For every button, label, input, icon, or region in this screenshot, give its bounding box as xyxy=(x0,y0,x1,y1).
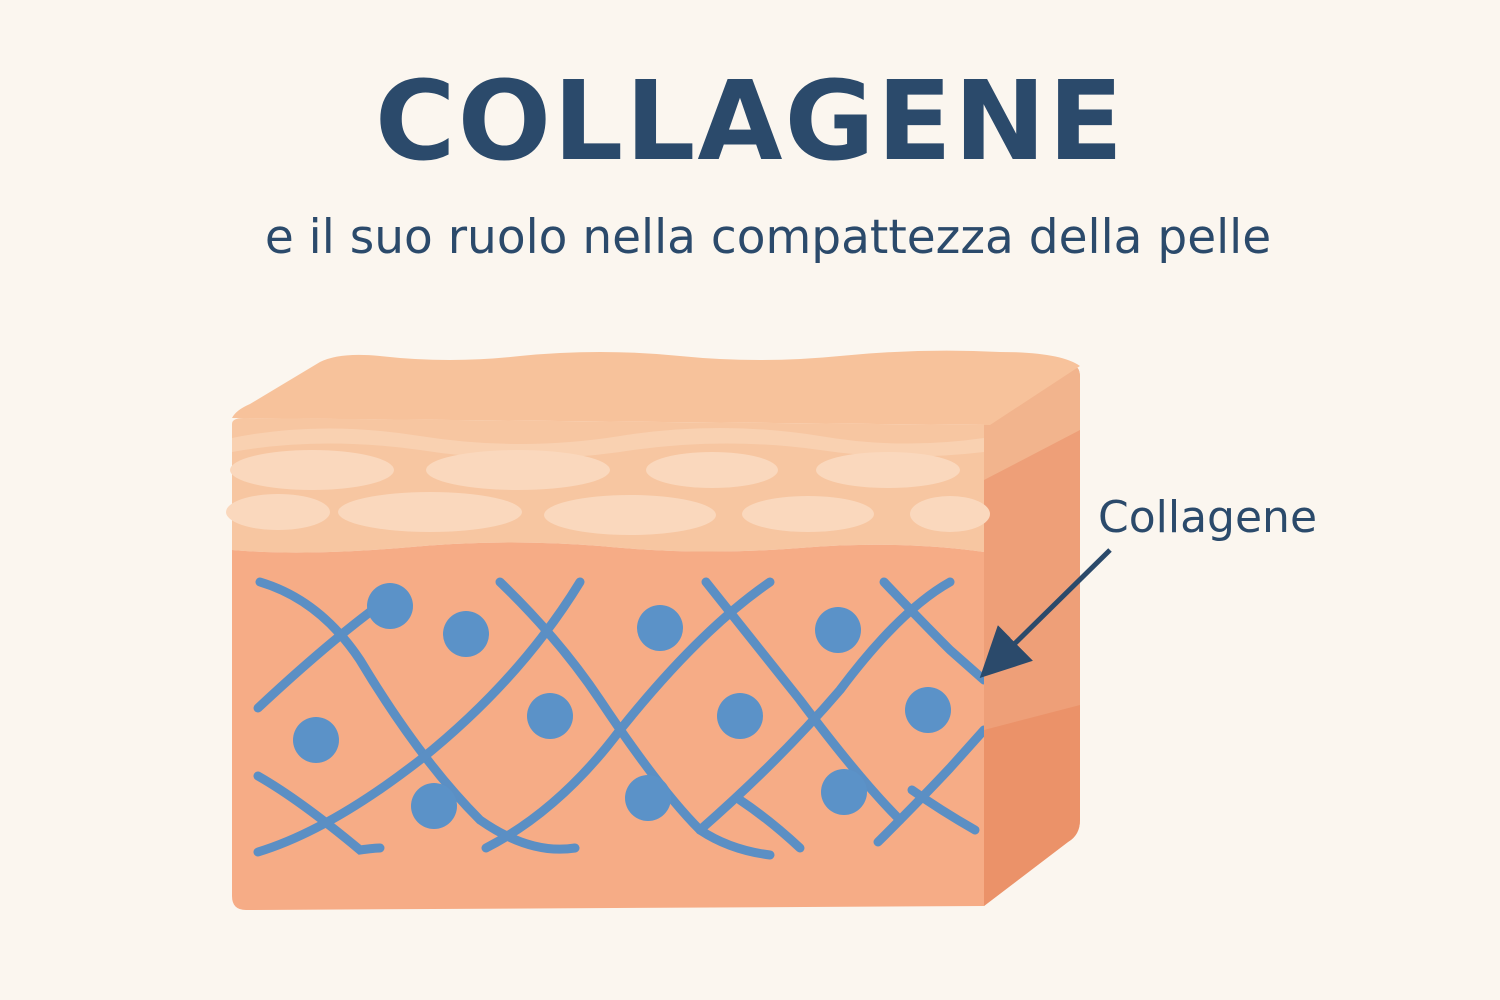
collagen-fiber xyxy=(873,725,984,847)
cell-dot xyxy=(293,717,339,763)
collagen-fiber xyxy=(907,785,980,835)
skin-epidermis xyxy=(226,418,990,553)
skin-block-top xyxy=(232,350,1080,425)
cell-dot xyxy=(443,611,489,657)
cell-dot xyxy=(717,693,763,739)
skin-block-side xyxy=(984,366,1080,906)
collagen-label: Collagene xyxy=(1098,492,1317,543)
collagen-fiber xyxy=(735,795,805,853)
collagen-fiber xyxy=(253,771,385,855)
dermis-cells xyxy=(293,583,951,829)
page-subtitle: e il suo ruolo nella compattezza della p… xyxy=(264,210,1272,265)
collagen-fiber xyxy=(253,577,585,857)
cell-dot xyxy=(905,687,951,733)
cell-dot xyxy=(815,607,861,653)
cell-dot xyxy=(625,775,671,821)
collagen-fibers xyxy=(253,577,984,860)
collagen-fiber xyxy=(879,577,984,685)
cell-dot xyxy=(527,693,573,739)
page-title: COLLAGENE xyxy=(374,57,1126,185)
cell-dot xyxy=(367,583,413,629)
collagen-fiber xyxy=(495,577,775,860)
cell-dot xyxy=(411,783,457,829)
skin-dermis xyxy=(232,542,984,910)
collagen-fiber xyxy=(255,577,580,854)
callout-arrow xyxy=(979,548,1112,679)
collagen-fiber xyxy=(701,577,905,825)
cell-dot xyxy=(637,605,683,651)
cell-dot xyxy=(821,769,867,815)
collagen-fiber xyxy=(695,577,955,835)
